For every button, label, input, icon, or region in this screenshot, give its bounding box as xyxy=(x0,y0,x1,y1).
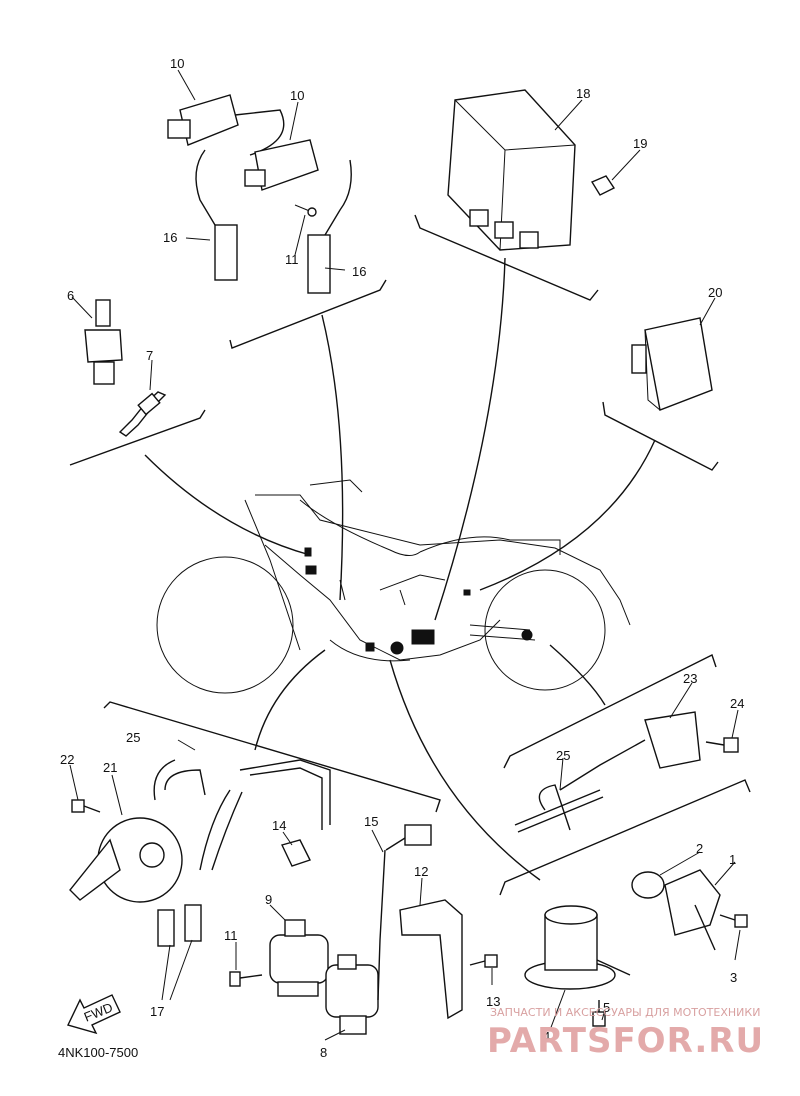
callout-9: 9 xyxy=(265,892,272,907)
callout-19: 19 xyxy=(633,136,647,151)
lead-wire-part-15 xyxy=(377,824,432,1001)
group-outlines xyxy=(69,214,751,896)
callout-6: 6 xyxy=(67,288,74,303)
callout-10-second: 10 xyxy=(290,88,304,103)
callout-15: 15 xyxy=(364,814,378,829)
bolt-part-24 xyxy=(705,737,739,753)
ecu-unit-part xyxy=(447,89,576,251)
callout-10-top: 10 xyxy=(170,56,184,71)
bolt-part-11 xyxy=(229,971,263,987)
o-ring-part-2 xyxy=(631,871,665,899)
callout-20: 20 xyxy=(708,285,722,300)
callout-17: 17 xyxy=(150,1004,164,1019)
callout-22: 22 xyxy=(60,752,74,767)
callout-11-bottom: 11 xyxy=(224,928,238,943)
bolt-part-13 xyxy=(469,954,498,968)
ignition-coil-part xyxy=(167,94,352,294)
callout-23: 23 xyxy=(683,671,697,686)
hose-part-25 xyxy=(514,784,604,833)
callout-leaders xyxy=(69,69,741,1041)
callout-3: 3 xyxy=(730,970,737,985)
coil-part-9 xyxy=(269,919,329,997)
horn-part xyxy=(69,759,206,903)
callout-16-left: 16 xyxy=(163,230,177,245)
callout-8: 8 xyxy=(320,1045,327,1060)
plate-part-1 xyxy=(664,869,721,951)
forward-badge-label: FWD xyxy=(82,1000,115,1025)
watermark-tagline: ЗАПЧАСТИ И АКСЕССУАРЫ ДЛЯ МОТОТЕХНИКИ xyxy=(490,1006,760,1019)
callout-21: 21 xyxy=(103,760,117,775)
callout-4: 4 xyxy=(543,1029,550,1044)
sensor-part-23 xyxy=(559,711,701,791)
callout-16-right: 16 xyxy=(352,264,366,279)
forward-direction-badge: FWD xyxy=(67,994,121,1035)
relay-unit-part xyxy=(631,317,713,411)
callout-1: 1 xyxy=(729,852,736,867)
callout-5: 5 xyxy=(603,1000,610,1015)
callout-25-right: 25 xyxy=(556,748,570,763)
leader-curves xyxy=(144,257,656,881)
bolt-part xyxy=(590,175,616,196)
callout-12: 12 xyxy=(414,864,428,879)
callout-25-left: 25 xyxy=(126,730,140,745)
bracket-part-12 xyxy=(399,899,463,1020)
callout-7: 7 xyxy=(146,348,153,363)
motor-part-4 xyxy=(524,905,631,990)
callout-11-top: 11 xyxy=(285,252,299,267)
callout-24: 24 xyxy=(730,696,744,711)
plug-cap-leads-part xyxy=(157,759,331,947)
diagram-code: 4NK100-7500 xyxy=(58,1045,138,1060)
screw-part-3 xyxy=(719,914,748,928)
screw-part-22 xyxy=(71,799,101,813)
motorcycle-outline xyxy=(156,479,631,694)
callout-14: 14 xyxy=(272,818,286,833)
spark-plug-part xyxy=(118,391,167,437)
callout-13: 13 xyxy=(486,994,500,1009)
screw-part-5 xyxy=(592,1000,606,1027)
callout-2: 2 xyxy=(696,841,703,856)
clamp-part-14 xyxy=(281,839,311,867)
watermark-brand: PARTSFOR.RU xyxy=(487,1021,764,1061)
coil-part-8 xyxy=(325,954,379,1035)
sensor-switch-part xyxy=(84,299,123,385)
callout-18: 18 xyxy=(576,86,590,101)
